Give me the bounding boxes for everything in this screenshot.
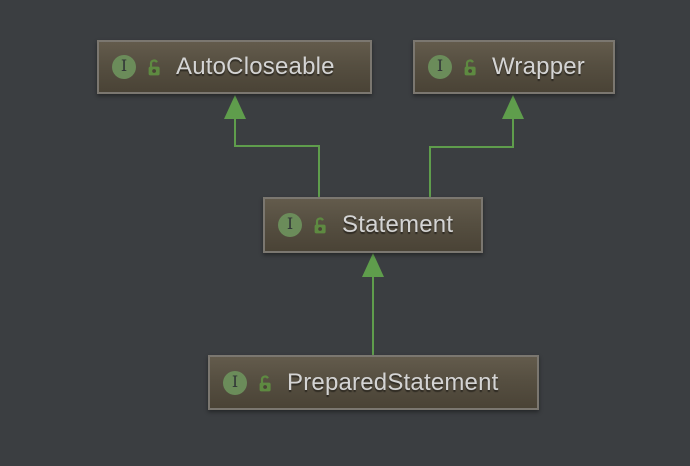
edge-statement-to-autocloseable[interactable] — [224, 95, 320, 197]
interface-icon-letter: I — [286, 214, 294, 233]
edge-preparedstatement-to-statement[interactable] — [362, 253, 384, 355]
node-statement[interactable]: I Statement — [263, 197, 483, 253]
arrowhead-to-statement — [362, 253, 384, 277]
public-open-lock-icon — [148, 59, 160, 76]
node-label-autocloseable: AutoCloseable — [176, 53, 335, 80]
interface-icon-letter: I — [436, 56, 444, 75]
public-open-lock-icon — [314, 217, 326, 234]
interface-icon: I — [278, 213, 302, 237]
interface-icon: I — [428, 55, 452, 79]
public-open-lock-icon — [259, 374, 271, 391]
node-preparedstatement[interactable]: I PreparedStatement — [208, 355, 539, 410]
interface-icon-letter: I — [231, 371, 239, 391]
arrowhead-to-wrapper — [502, 95, 524, 119]
interface-icon: I — [112, 55, 136, 79]
interface-icon: I — [223, 370, 247, 395]
edge-statement-to-wrapper[interactable] — [429, 95, 524, 197]
node-autocloseable[interactable]: I AutoCloseable — [97, 40, 372, 94]
interface-icon-letter: I — [120, 56, 128, 75]
public-open-lock-icon — [464, 59, 476, 76]
node-wrapper[interactable]: I Wrapper — [413, 40, 615, 94]
node-label-preparedstatement: PreparedStatement — [287, 368, 499, 396]
node-label-statement: Statement — [342, 211, 454, 238]
arrowhead-to-autocloseable — [224, 95, 246, 119]
node-label-wrapper: Wrapper — [492, 53, 585, 80]
